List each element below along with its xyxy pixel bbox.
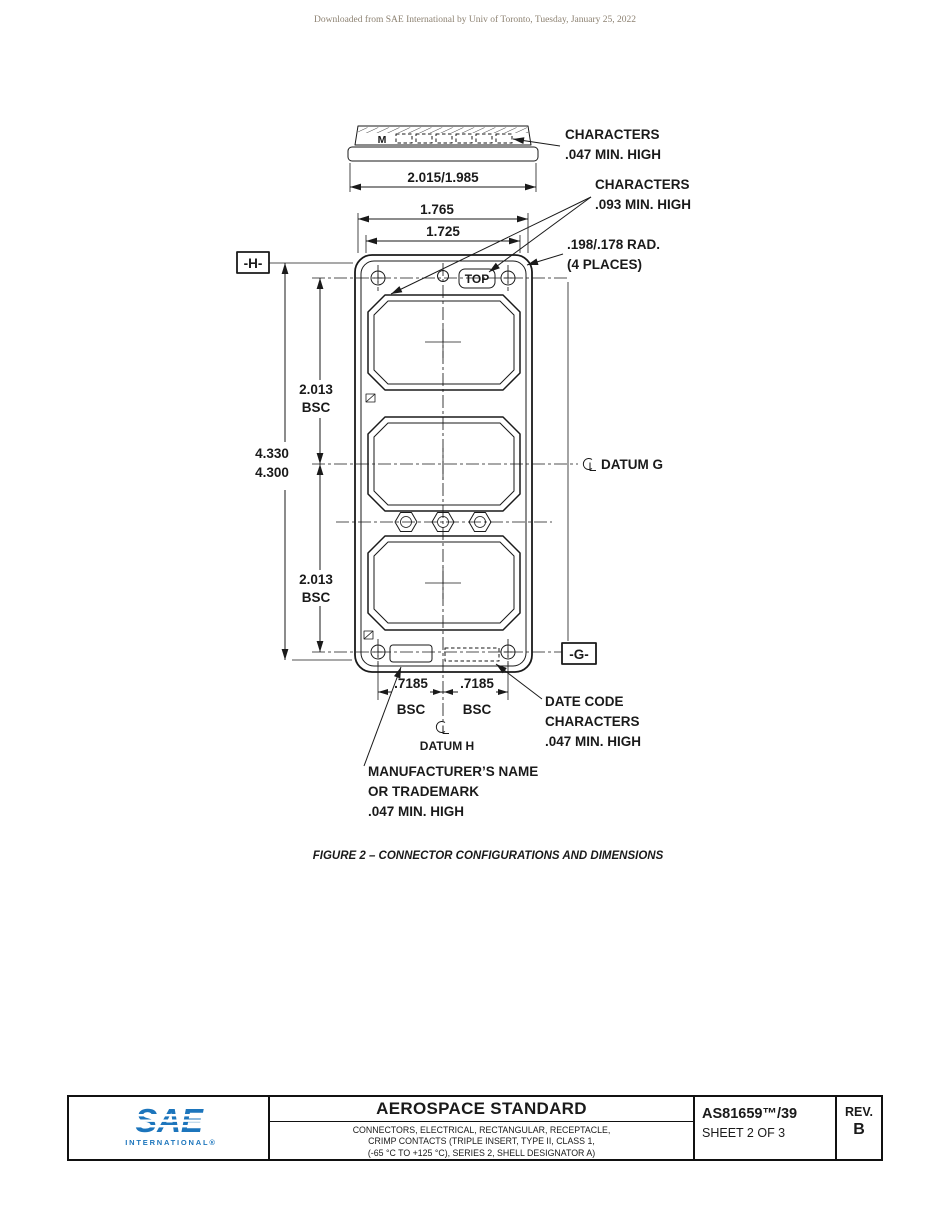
note-manufacturer-line3: .047 MIN. HIGH xyxy=(368,804,464,819)
download-watermark: Downloaded from SAE International by Uni… xyxy=(313,15,637,25)
note-date-code-line2: CHARACTERS xyxy=(545,714,640,729)
note-date-code-line3: .047 MIN. HIGH xyxy=(545,734,641,749)
note-characters-093-line2: .093 MIN. HIGH xyxy=(595,197,691,212)
note-characters-093-line1: CHARACTERS xyxy=(595,177,690,192)
sheet-info: SHEET 2 OF 3 xyxy=(702,1126,786,1140)
figure-2-drawing: M 2.015/1.985 1.765 1.725 -H- xyxy=(236,125,691,819)
sae-logo-subtitle: INTERNATIONAL® xyxy=(125,1138,216,1147)
bottom-key-icon xyxy=(363,630,374,640)
note-radius-line1: .198/.178 RAD. xyxy=(567,237,660,252)
dim-7185-left-label: .7185 xyxy=(394,676,428,691)
datum-h-label: DATUM H xyxy=(420,739,474,753)
dimension-2013-upper: 2.013 BSC xyxy=(299,278,333,464)
dimension-7185: .7185 .7185 BSC BSC xyxy=(377,663,509,717)
note-manufacturer-line1: MANUFACTURER’S NAME xyxy=(368,764,538,779)
dim-2013-lower-bsc-label: BSC xyxy=(302,590,331,605)
note-manufacturer-line2: OR TRADEMARK xyxy=(368,784,479,799)
datum-h-callout: DATUM H xyxy=(420,721,474,753)
sae-logo: SAE INTERNATIONAL® xyxy=(69,1097,270,1159)
note-radius-line2: (4 PLACES) xyxy=(567,257,642,272)
dim-7185-right-bsc-label: BSC xyxy=(463,702,492,717)
note-characters-047-line2: .047 MIN. HIGH xyxy=(565,147,661,162)
connector-top-cap: M xyxy=(347,125,539,162)
dim-2013-upper-bsc-label: BSC xyxy=(302,400,331,415)
dimension-2013-lower: 2.013 BSC xyxy=(299,464,333,652)
revision-value: B xyxy=(853,1121,865,1138)
dim-1765-label: 1.765 xyxy=(420,202,454,217)
note-characters-047: CHARACTERS .047 MIN. HIGH xyxy=(512,127,661,162)
revision-label: REV. xyxy=(844,1105,874,1119)
figure-caption: FIGURE 2 – CONNECTOR CONFIGURATIONS AND … xyxy=(312,850,664,862)
datum-g-flag-label: -G- xyxy=(569,647,589,662)
centerline-symbol-icon xyxy=(435,721,450,734)
dim-overall-width-label: 2.015/1.985 xyxy=(407,170,479,185)
manufacturer-marking-area xyxy=(389,644,433,663)
datum-h-flag-label: -H- xyxy=(244,256,263,271)
title-block-center: AEROSPACE STANDARD CONNECTORS, ELECTRICA… xyxy=(270,1097,695,1159)
document-subtitle-line1: CONNECTORS, ELECTRICAL, RECTANGULAR, REC… xyxy=(352,1125,611,1135)
note-date-code-line1: DATE CODE xyxy=(545,694,624,709)
dim-7185-left-bsc-label: BSC xyxy=(397,702,426,717)
datum-h-flag: -H- xyxy=(236,251,353,274)
top-marking-label: TOP xyxy=(465,272,489,286)
top-marking: TOP xyxy=(458,268,496,289)
datum-g-callout: DATUM G xyxy=(582,457,663,472)
title-block-doc: AS81659™/39 SHEET 2 OF 3 xyxy=(695,1097,837,1159)
polarization-key-icon xyxy=(365,393,376,403)
dim-4330-label: 4.330 xyxy=(255,446,289,461)
dimension-overall-width: 2.015/1.985 xyxy=(349,163,537,192)
note-characters-093: CHARACTERS .093 MIN. HIGH xyxy=(390,177,691,295)
title-block: SAE INTERNATIONAL® AEROSPACE STANDARD CO… xyxy=(67,1095,883,1161)
part-marking-m: M xyxy=(378,134,387,146)
document-number: AS81659™/39 xyxy=(702,1106,798,1122)
note-characters-047-line1: CHARACTERS xyxy=(565,127,660,142)
datum-g-label: DATUM G xyxy=(601,457,663,472)
dimension-1725: 1.725 xyxy=(365,224,521,253)
sae-logo-graphic: SAE INTERNATIONAL® xyxy=(125,1103,216,1147)
datum-g-flag: -G- xyxy=(561,642,597,665)
dim-7185-right-label: .7185 xyxy=(460,676,494,691)
dim-2013-upper-label: 2.013 xyxy=(299,382,333,397)
document-subtitle-line2: CRIMP CONTACTS (TRIPLE INSERT, TYPE II, … xyxy=(368,1136,595,1147)
note-date-code: DATE CODE CHARACTERS .047 MIN. HIGH xyxy=(495,663,641,749)
title-block-rev: REV. B xyxy=(837,1097,881,1159)
document-subtitle: CONNECTORS, ELECTRICAL, RECTANGULAR, REC… xyxy=(270,1122,693,1159)
document-subtitle-line3: (-65 °C TO +125 °C), SERIES 2, SHELL DES… xyxy=(367,1147,596,1158)
connector-body: TOP xyxy=(354,254,533,673)
note-manufacturer: MANUFACTURER’S NAME OR TRADEMARK .047 MI… xyxy=(363,666,538,819)
dimension-4330-4300: 4.330 4.300 xyxy=(255,263,352,661)
dim-2013-lower-label: 2.013 xyxy=(299,572,333,587)
centerlines xyxy=(312,263,578,721)
centerline-symbol-icon xyxy=(582,458,597,471)
dimension-1765: 1.765 xyxy=(357,202,529,253)
document-type-title: AEROSPACE STANDARD xyxy=(270,1097,693,1122)
dim-4300-label: 4.300 xyxy=(255,465,289,480)
dim-1725-label: 1.725 xyxy=(426,224,460,239)
note-radius: .198/.178 RAD. (4 PLACES) xyxy=(526,237,660,272)
date-code-marking-area xyxy=(444,647,500,662)
